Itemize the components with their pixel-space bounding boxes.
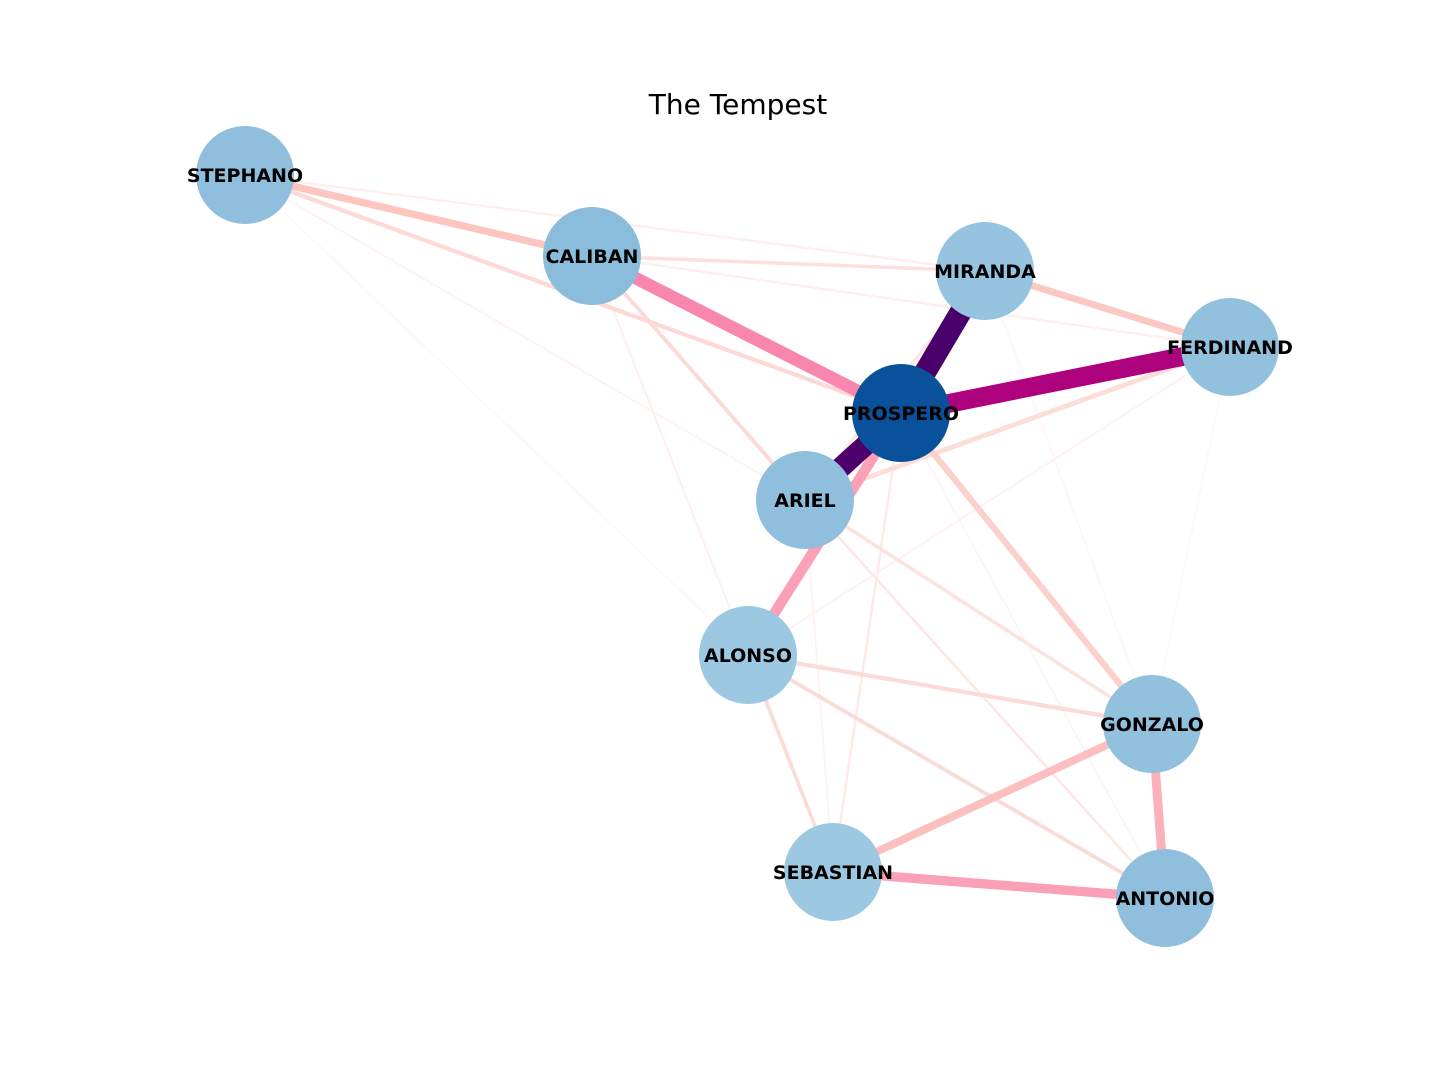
- edge-caliban-miranda: [591, 254, 986, 273]
- node-gonzalo: [1103, 675, 1201, 773]
- edge-prospero-antonio: [900, 412, 1166, 899]
- node-label-ariel: ARIEL: [774, 490, 836, 512]
- edge-ariel-gonzalo: [804, 498, 1153, 726]
- node-label-alonso: ALONSO: [704, 645, 792, 667]
- node-label-ferdinand: FERDINAND: [1167, 337, 1293, 359]
- labels-layer: STEPHANO CALIBAN MIRANDA FERDINAND PROSPERO A…: [187, 165, 1293, 910]
- node-label-miranda: MIRANDA: [934, 261, 1036, 283]
- node-label-antonio: ANTONIO: [1116, 888, 1215, 910]
- node-ariel: [756, 451, 854, 549]
- edge-prospero-gonzalo: [898, 411, 1155, 726]
- node-label-sebastian: SEBASTIAN: [773, 862, 893, 884]
- nodes-layer: [196, 126, 1279, 947]
- edge-ferdinand-ariel: [804, 344, 1231, 503]
- node-caliban: [543, 207, 641, 305]
- edge-caliban-prospero: [589, 250, 904, 419]
- edge-stephano-caliban: [244, 171, 593, 260]
- edge-stephano-ariel: [244, 174, 806, 501]
- node-prospero: [852, 364, 950, 462]
- node-ferdinand: [1181, 298, 1279, 396]
- edge-caliban-ariel: [590, 254, 807, 502]
- edge-ariel-antonio: [803, 499, 1167, 899]
- chart-title: The Tempest: [648, 88, 827, 121]
- node-antonio: [1116, 849, 1214, 947]
- edge-miranda-gonzalo: [984, 270, 1153, 725]
- edge-alonso-antonio: [747, 653, 1166, 900]
- node-label-caliban: CALIBAN: [546, 246, 639, 268]
- edge-prospero-sebastian: [831, 412, 903, 873]
- edge-ferdinand-alonso: [747, 346, 1231, 656]
- edge-ferdinand-prospero: [899, 337, 1232, 423]
- node-stephano: [196, 126, 294, 224]
- node-sebastian: [784, 823, 882, 921]
- edge-caliban-ferdinand: [591, 254, 1231, 349]
- edge-ferdinand-gonzalo: [1151, 346, 1231, 725]
- node-label-stephano: STEPHANO: [187, 165, 303, 187]
- edge-stephano-alonso: [244, 174, 749, 656]
- node-miranda: [936, 222, 1034, 320]
- node-label-prospero: PROSPERO: [843, 403, 959, 425]
- edge-sebastian-gonzalo: [831, 720, 1154, 876]
- node-alonso: [699, 606, 797, 704]
- edge-caliban-alonso: [591, 255, 749, 656]
- edge-sebastian-antonio: [832, 867, 1166, 903]
- node-label-gonzalo: GONZALO: [1100, 714, 1204, 736]
- edge-alonso-gonzalo: [747, 652, 1153, 727]
